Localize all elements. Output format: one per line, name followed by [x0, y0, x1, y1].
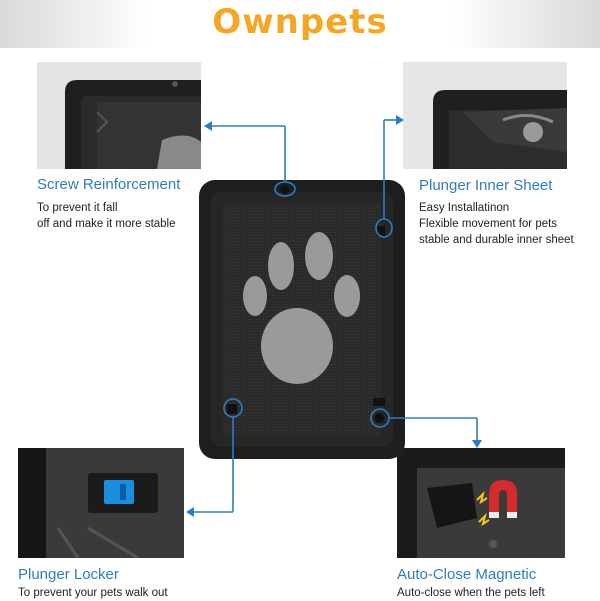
feature-text-plunger-locker-1: To prevent your pets walk out	[18, 587, 168, 599]
feature-text-plunger-inner-sheet-3: stable and durable inner sheet	[419, 234, 574, 246]
feature-text-plunger-inner-sheet-1: Easy Installatinon	[419, 202, 510, 214]
feature-title-plunger-locker: Plunger Locker	[18, 566, 119, 583]
pet-door-product	[197, 178, 407, 461]
plunger-inner-sheet-photo	[403, 62, 567, 169]
plunger-locker-photo	[18, 448, 184, 558]
feature-text-auto-close-magnetic-1: Auto-close when the pets left	[397, 587, 545, 599]
feature-text-plunger-inner-sheet-2: Flexible movement for pets	[419, 218, 558, 230]
feature-title-plunger-inner-sheet: Plunger Inner Sheet	[419, 177, 553, 194]
feature-title-screw-reinforcement: Screw Reinforcement	[37, 176, 181, 193]
brand-logo: Ownpets	[212, 2, 388, 42]
screw-reinforcement-photo	[37, 62, 201, 169]
auto-close-magnetic-photo	[397, 448, 565, 558]
top-banner: Ownpets	[0, 0, 600, 48]
feature-title-auto-close-magnetic: Auto-Close Magnetic	[397, 566, 537, 583]
paw-print	[243, 232, 360, 384]
feature-text-screw-reinforcement-2: off and make it more stable	[37, 218, 176, 230]
feature-text-screw-reinforcement-1: To prevent it fall	[37, 202, 118, 214]
